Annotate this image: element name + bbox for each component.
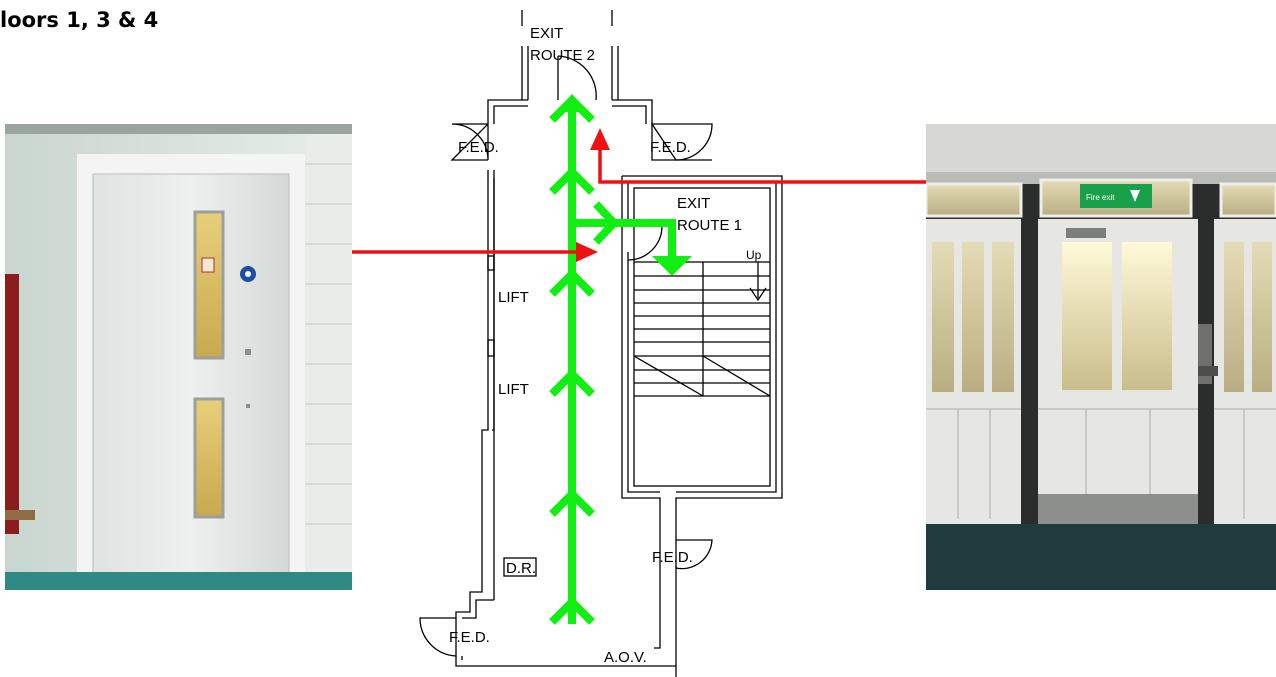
fed-label-bottom-left: F.E.D. [449, 629, 490, 646]
stair-up-label: Up [746, 248, 762, 262]
arrow-head-up-icon [556, 94, 588, 112]
lift-label-1: LIFT [498, 289, 529, 306]
photo-pointer-arrows [352, 146, 926, 254]
fed-label-lower-right: F.E.D. [652, 549, 693, 566]
route-chevron-icon [549, 596, 595, 625]
route-chevron-icon [549, 268, 595, 297]
red-arrow-head-up-icon [590, 128, 610, 150]
exit-route-1-label-line2: ROUTE 1 [677, 217, 742, 234]
page-heading: loors 1, 3 & 4 [0, 8, 159, 32]
fire-door-photo [5, 124, 352, 590]
fire-exit-sign-text: Fire exit [1086, 193, 1115, 202]
right-photo-pointer [598, 146, 926, 184]
exit-route-2-label-line2: ROUTE 2 [530, 47, 595, 64]
route-chevron-icon [549, 368, 595, 397]
exit-route-1-label-line1: EXIT [677, 195, 710, 212]
fed-label-top-left: F.E.D. [458, 139, 499, 156]
dry-riser-label: D.R. [506, 560, 536, 577]
route-chevron-icon [549, 166, 595, 195]
walls [419, 10, 783, 677]
route-chevron-icon [593, 201, 620, 245]
arrow-head-down-icon [652, 256, 692, 276]
fed-label-top-right: F.E.D. [650, 139, 691, 156]
glazed-exit-doors-photo: Fire exit [926, 124, 1276, 590]
lift-label-2: LIFT [498, 381, 529, 398]
exit-route-2-label-line1: EXIT [530, 25, 563, 42]
route-chevron-icon [549, 488, 595, 517]
escape-route-arrows [549, 94, 676, 625]
aov-label: A.O.V. [604, 649, 647, 666]
red-arrow-head-right-icon [576, 242, 598, 262]
